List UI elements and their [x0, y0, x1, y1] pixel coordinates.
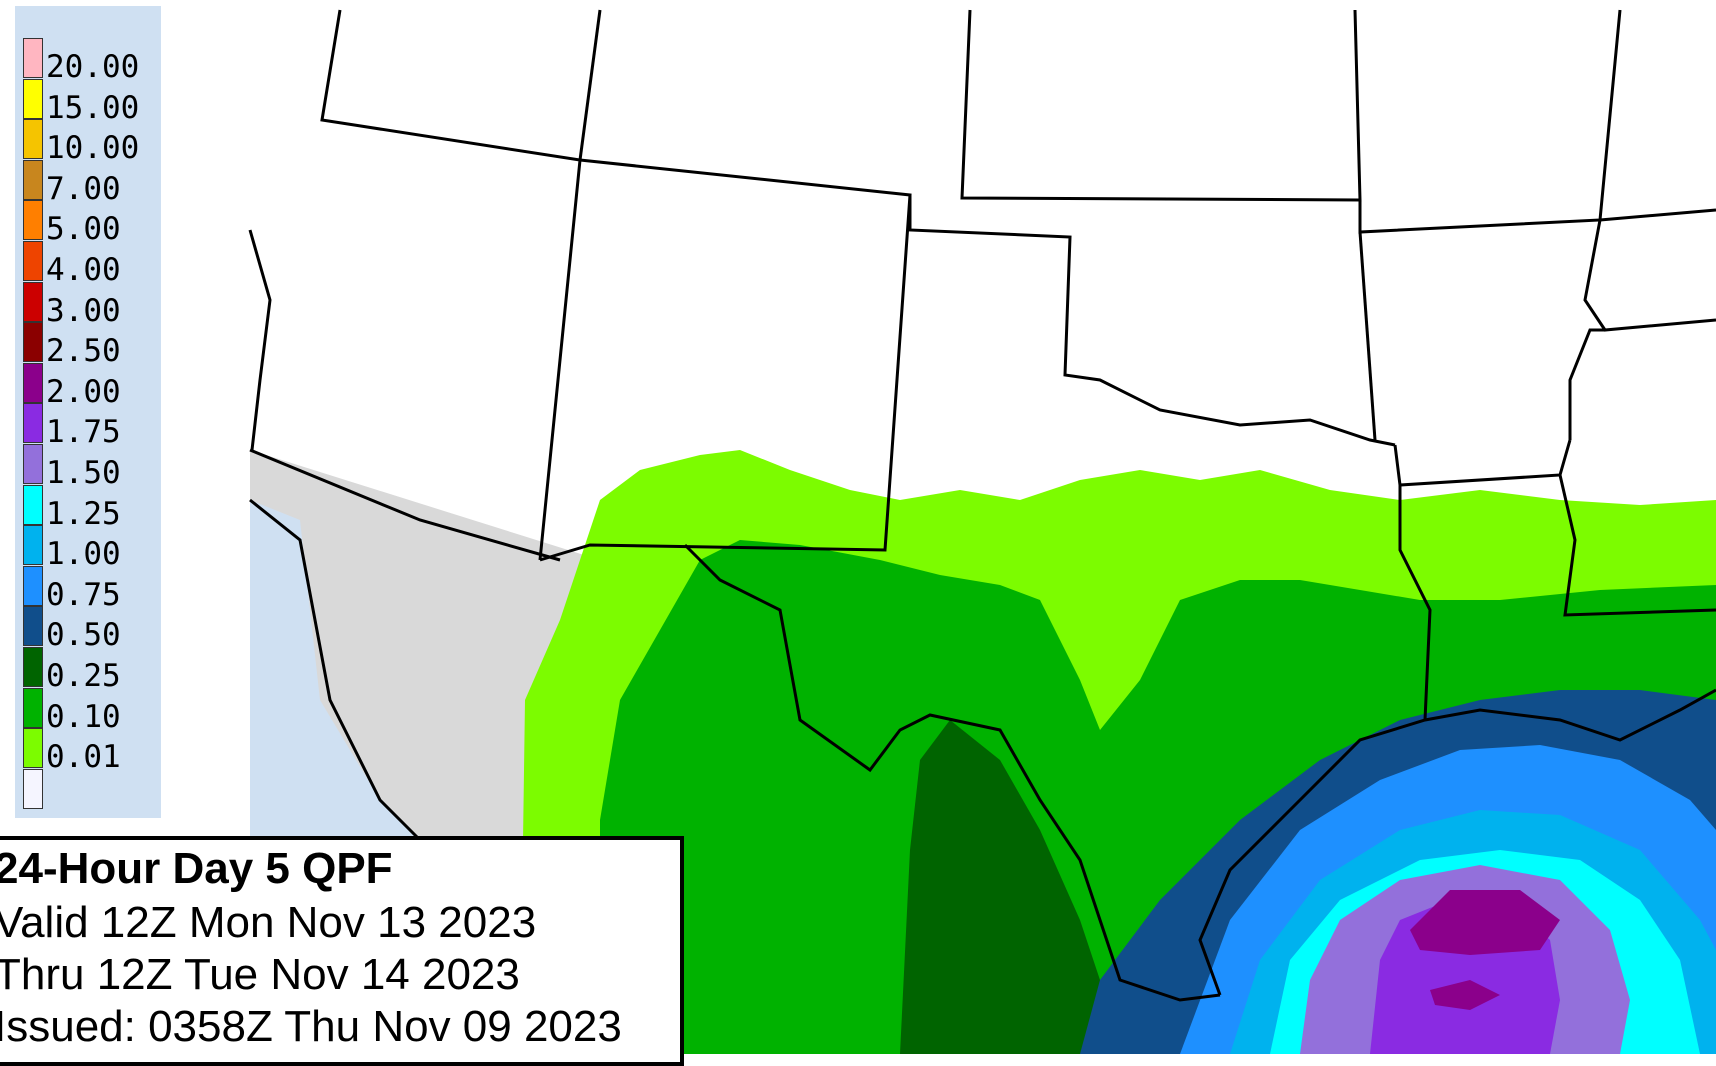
- legend-label: 0.50: [46, 617, 121, 654]
- legend-swatch: [23, 525, 43, 566]
- legend-swatch: [23, 322, 43, 363]
- qpf-area-2-00: [1410, 890, 1560, 955]
- forecast-issued: Issued: 0358Z Thu Nov 09 2023: [0, 1002, 622, 1051]
- legend-label: 0.75: [46, 576, 121, 613]
- legend-swatch: [23, 768, 43, 809]
- gulf-of-california: [250, 500, 420, 840]
- forecast-valid: Valid 12Z Mon Nov 13 2023: [0, 898, 537, 947]
- qpf-area-0-25: [900, 720, 1130, 1054]
- qpf-area-2-00-small: [1430, 980, 1500, 1010]
- legend-label: 1.00: [46, 536, 121, 573]
- legend-swatch: [23, 647, 43, 687]
- legend-swatch: [23, 241, 43, 281]
- legend-label: 0.25: [46, 658, 121, 694]
- legend-label: 20.00: [46, 49, 140, 85]
- legend-swatch: [23, 159, 43, 200]
- legend-swatch: [23, 78, 43, 119]
- legend-label: 15.00: [46, 89, 140, 126]
- legend-label: 3.00: [46, 292, 121, 329]
- legend-swatch: [23, 281, 43, 322]
- legend-swatch: [23, 484, 43, 525]
- legend-label: 7.00: [46, 170, 121, 207]
- state-borders: [248, 9, 1716, 1002]
- legend-swatch: [23, 565, 43, 606]
- legend-label: 0.01: [46, 739, 121, 776]
- legend-label: 2.50: [46, 333, 121, 370]
- legend-label: 5.00: [46, 211, 121, 248]
- legend-swatch: [23, 728, 43, 769]
- forecast-thru: Thru 12Z Tue Nov 14 2023: [0, 950, 520, 999]
- legend-label: 2.00: [46, 373, 121, 410]
- legend-swatch: [23, 687, 43, 728]
- legend-label: 1.50: [46, 455, 121, 491]
- legend-label: 1.75: [46, 414, 121, 451]
- legend-swatch: [23, 403, 43, 444]
- legend-label: 0.10: [46, 698, 121, 735]
- legend-swatch: [23, 362, 43, 403]
- legend-swatch: [23, 38, 43, 78]
- legend-swatch: [23, 119, 43, 160]
- forecast-title: 24-Hour Day 5 QPF: [0, 844, 393, 893]
- legend-swatch: [23, 200, 43, 241]
- legend-label: 1.25: [46, 495, 121, 532]
- legend-label: 10.00: [46, 130, 140, 167]
- legend-swatch: [23, 444, 43, 484]
- legend-label: 4.00: [46, 252, 121, 288]
- forecast-info-box: 24-Hour Day 5 QPF Valid 12Z Mon Nov 13 2…: [0, 836, 684, 1066]
- legend-swatch: [23, 606, 43, 647]
